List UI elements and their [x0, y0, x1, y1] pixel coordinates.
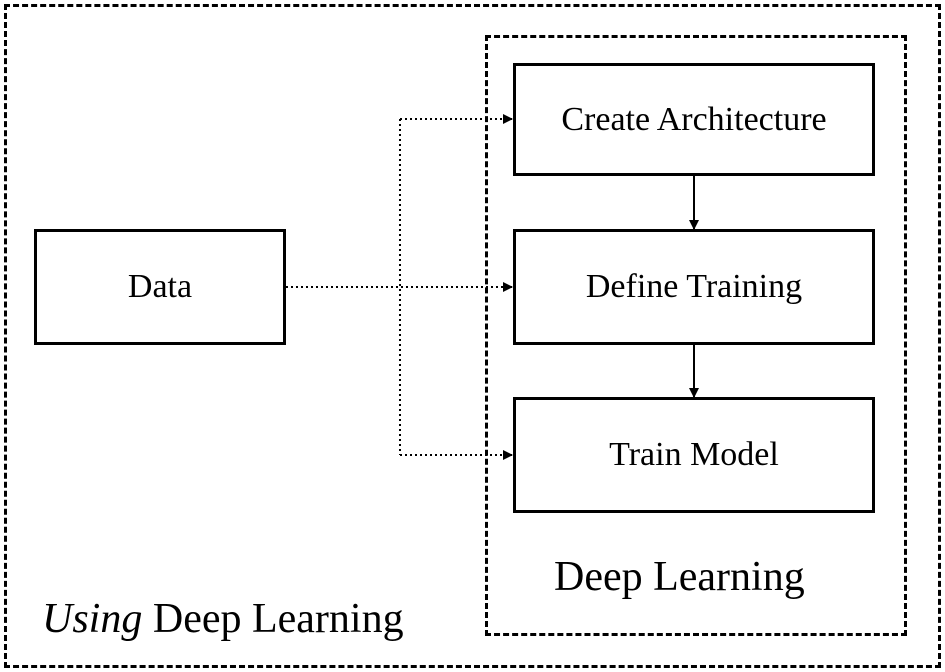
train-model-node: Train Model	[513, 397, 875, 513]
deep-learning-group	[485, 35, 907, 636]
data-node-label: Data	[127, 268, 193, 305]
using-deep-learning-group-label: Using Deep Learning	[42, 598, 404, 640]
define-training-label: Define Training	[585, 268, 803, 305]
train-model-label: Train Model	[609, 436, 779, 473]
data-node: Data	[34, 229, 286, 345]
deep-learning-group-label: Deep Learning	[554, 554, 805, 600]
data-connectors	[286, 114, 513, 460]
using-label-rest: Deep Learning	[142, 596, 404, 642]
using-deep-learning-group	[4, 4, 941, 668]
create-architecture-node: Create Architecture	[513, 63, 875, 176]
define-training-node: Define Training	[513, 229, 875, 345]
using-label-italic: Using	[42, 596, 143, 642]
create-architecture-label: Create Architecture	[561, 100, 827, 138]
